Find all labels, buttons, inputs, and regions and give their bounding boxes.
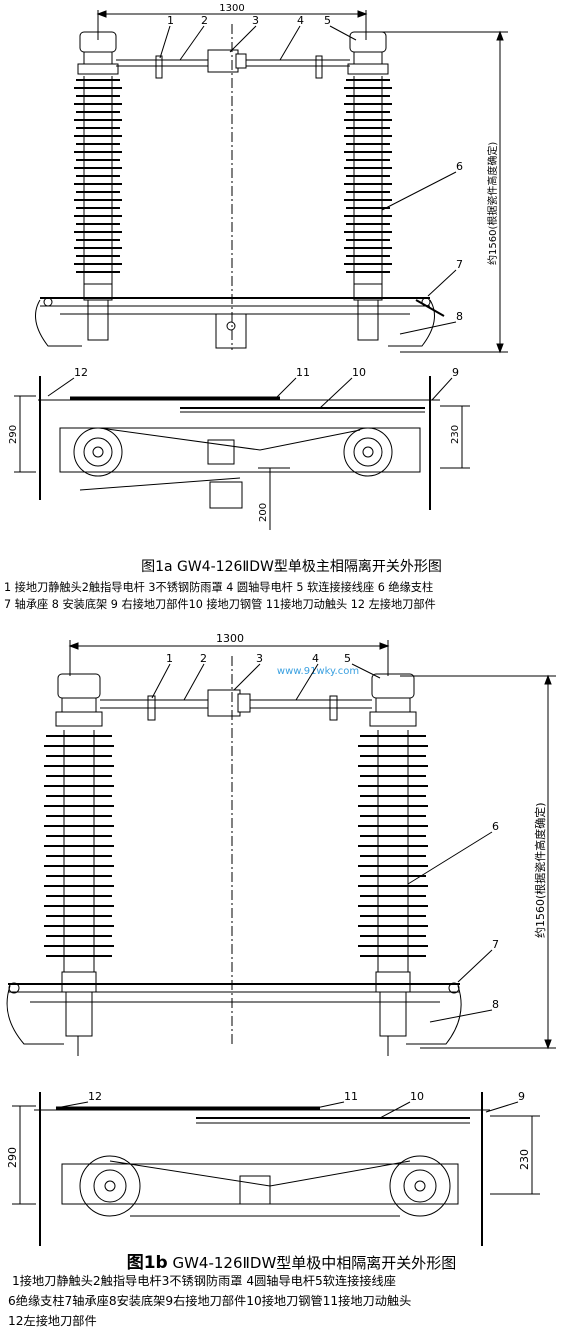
svg-text:12: 12 — [88, 1090, 102, 1103]
left-post-insulator-a — [74, 31, 122, 341]
dim-height-label-b: 约1560(根据瓷件高度确定) — [533, 802, 547, 938]
svg-text:4: 4 — [312, 652, 319, 665]
figure-1a-legend-line-1: 1 接地刀静触头2触指导电杆 3不锈钢防雨罩 4 圆轴导电杆 5 软连接接线座 … — [4, 581, 434, 594]
svg-text:8: 8 — [492, 998, 499, 1011]
left-post-insulator-b — [44, 673, 114, 1037]
figure-1a-caption: 图1a GW4-126ⅡDW型单极主相隔离开关外形图 — [141, 559, 442, 575]
svg-text:10: 10 — [352, 366, 366, 379]
dimension-height-b: 约1560(根据瓷件高度确定) — [400, 674, 556, 1050]
svg-text:4: 4 — [297, 14, 304, 27]
dim-230-label-b: 230 — [518, 1149, 531, 1170]
dim-230-label-a: 230 — [450, 425, 461, 444]
dim-width-label-a: 1300 — [219, 3, 244, 14]
figure-1b-drawing: 1300 www.91wky.com — [6, 632, 556, 1246]
svg-text:9: 9 — [518, 1090, 525, 1103]
dim-height-label-a: 约1560(根据瓷件高度确定) — [486, 142, 499, 265]
svg-text:8: 8 — [456, 310, 463, 323]
dim-290-label-a: 290 — [8, 425, 19, 444]
figure-1b-caption: 图1b GW4-126ⅡDW型单极中相隔离开关外形图 — [0, 1248, 583, 1273]
right-post-insulator-b — [357, 673, 429, 1037]
svg-text:5: 5 — [324, 14, 331, 27]
svg-text:2: 2 — [201, 14, 208, 27]
figure-1a-legend-line-2: 7 轴承座 8 安装底架 9 右接地刀部件10 接地刀钢管 11接地刀动触头 1… — [4, 598, 436, 611]
svg-text:11: 11 — [296, 366, 310, 379]
dim-width-label-b: 1300 — [216, 632, 244, 645]
svg-text:1: 1 — [166, 652, 173, 665]
svg-text:6: 6 — [492, 820, 499, 833]
dimension-290-a: 290 — [8, 395, 36, 473]
conductor-bar-a — [116, 49, 350, 79]
svg-text:3: 3 — [256, 652, 263, 665]
figure-1b-legend-line-1: 1接地刀静触头2触指导电杆3不锈钢防雨罩 4圆轴导电杆5软连接接线座 — [12, 1274, 396, 1288]
svg-text:3: 3 — [252, 14, 259, 27]
figure-1b-legend-line-3: 12左接地刀部件 — [8, 1314, 97, 1328]
svg-text:11: 11 — [344, 1090, 358, 1103]
svg-text:10: 10 — [410, 1090, 424, 1103]
dimension-200-a: 200 — [258, 467, 290, 530]
svg-text:6: 6 — [456, 160, 463, 173]
svg-text:7: 7 — [456, 258, 463, 271]
dimension-290-b: 290 — [6, 1105, 36, 1205]
svg-text:7: 7 — [492, 938, 499, 951]
dim-200-label-a: 200 — [258, 503, 269, 522]
dimension-230-b: 230 — [490, 1115, 540, 1195]
figure-1b-caption-title: GW4-126ⅡDW型单极中相隔离开关外形图 — [167, 1254, 457, 1272]
dimension-width-a: 1300 — [96, 3, 368, 40]
dimension-width-b: 1300 — [68, 632, 390, 676]
svg-text:5: 5 — [344, 652, 351, 665]
figure-1a-drawing: 1300 — [8, 3, 508, 530]
top-view-a — [38, 376, 440, 510]
top-view-b — [34, 1092, 490, 1246]
dimension-230-a: 230 — [440, 405, 470, 469]
svg-text:9: 9 — [452, 366, 459, 379]
part-labels-b: 1 2 3 4 5 6 7 8 9 10 11 12 — [55, 652, 525, 1119]
figure-1b-legend-line-2: 6绝缘支柱7轴承座8安装底架9右接地刀部件10接地刀钢管11接地刀动触头 — [8, 1294, 412, 1308]
watermark: www.91wky.com — [277, 666, 359, 677]
svg-text:2: 2 — [200, 652, 207, 665]
right-post-insulator-a — [343, 31, 393, 341]
dim-290-label-b: 290 — [6, 1147, 19, 1168]
conductor-bar-b — [100, 689, 372, 721]
part-labels-a: 1 2 3 4 5 6 7 8 9 10 11 12 — [47, 14, 463, 409]
dimension-height-a: 约1560(根据瓷件高度确定) — [376, 30, 508, 354]
svg-text:12: 12 — [74, 366, 88, 379]
base-frame-a — [35, 297, 445, 349]
figure-1b-caption-prefix: 图1b — [126, 1253, 168, 1273]
base-frame-b — [6, 982, 462, 1056]
svg-text:1: 1 — [167, 14, 174, 27]
